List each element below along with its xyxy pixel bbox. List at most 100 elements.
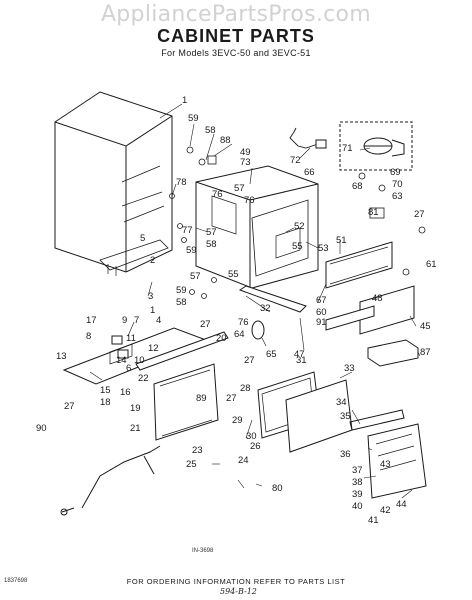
cabinet-body [54, 91, 173, 276]
part-label: 23 [192, 445, 203, 456]
part-label: 57 [190, 271, 201, 282]
part-label: 31 [296, 355, 307, 366]
wine-rack [349, 409, 427, 499]
power-cord [61, 445, 161, 513]
part-label: 73 [240, 157, 251, 168]
part-label: 4 [156, 315, 162, 326]
part-label: 28 [240, 383, 251, 394]
part-label: 11 [126, 333, 136, 344]
wire-harness [289, 127, 319, 149]
part-label: 45 [420, 321, 431, 332]
part-label: 59 [188, 113, 199, 124]
hinge-bracket [238, 285, 307, 313]
part-label: 20 [216, 333, 227, 344]
part-label: 32 [260, 303, 271, 314]
part-label: 18 [100, 397, 111, 408]
door-panel-right [325, 285, 415, 335]
part-label: 59 [176, 285, 187, 296]
part-label: 5 [140, 233, 146, 244]
part-label: 71 [342, 143, 353, 154]
part-label: 15 [100, 385, 111, 396]
part-label: 89 [196, 393, 207, 404]
part-label: 27 [226, 393, 237, 404]
part-label: 67 [316, 295, 327, 306]
part-label: 9 [122, 315, 128, 326]
part-label: 70 [392, 179, 403, 190]
part-label: 27 [414, 209, 425, 220]
part-label: 22 [138, 373, 149, 384]
part-label: 33 [344, 363, 355, 374]
part-label: 88 [220, 135, 231, 146]
part-label: 68 [352, 181, 363, 192]
part-label: 38 [352, 477, 363, 488]
part-label: 51 [336, 235, 347, 246]
part-label: 34 [336, 397, 347, 408]
part-label: 37 [352, 465, 363, 476]
part-label: 30 [246, 431, 257, 442]
part-label: 58 [206, 239, 217, 250]
part-label: 58 [205, 125, 216, 136]
part-label: 57 [234, 183, 245, 194]
part-label: 2 [150, 255, 156, 266]
part-label: 40 [352, 501, 363, 512]
part-label: 63 [392, 191, 403, 202]
part-label: 69 [390, 167, 401, 178]
drip-tray [367, 339, 419, 367]
part-label: 91 [316, 317, 327, 328]
part-label: 13 [56, 351, 67, 362]
part-label: 53 [318, 243, 329, 254]
page-title: CABINET PARTS [157, 26, 315, 46]
part-label: 6 [126, 363, 132, 374]
part-label: 16 [120, 387, 131, 398]
part-label: 8 [86, 331, 92, 342]
part-label: 59 [186, 245, 197, 256]
part-label: 19 [130, 403, 141, 414]
plug-end [60, 508, 68, 516]
screw-hardware [169, 146, 426, 299]
page-subtitle: For Models 3EVC-50 and 3EVC-51 [161, 48, 311, 58]
door-panel-upper [325, 241, 393, 289]
part-label: 7 [134, 315, 140, 326]
part-label: 77 [182, 225, 193, 236]
part-label: 27 [200, 319, 211, 330]
part-label: 55 [292, 241, 303, 252]
part-label: 44 [396, 499, 407, 510]
drawing-code: IN-3698 [192, 548, 214, 554]
part-label: 80 [272, 483, 283, 494]
part-label: 10 [134, 355, 145, 366]
part-label: 36 [340, 449, 351, 460]
part-label: 64 [234, 329, 245, 340]
cabinet-liner [195, 165, 319, 289]
part-label: 29 [232, 415, 243, 426]
part-label: 58 [176, 297, 187, 308]
watermark: AppliancePartsPros.com [100, 2, 372, 27]
part-label: 27 [64, 401, 75, 412]
part-label: 90 [36, 423, 47, 434]
part-label: 49 [240, 147, 251, 158]
part-label: 25 [186, 459, 197, 470]
part-label: 24 [238, 455, 249, 466]
part-label: 81 [368, 207, 379, 218]
part-label: 55 [228, 269, 239, 280]
part-label: 76 [238, 317, 249, 328]
fan-motor-assembly [339, 121, 413, 171]
part-label: 57 [206, 227, 217, 238]
trim-strip [135, 331, 229, 371]
part-label: 60 [316, 307, 327, 318]
part-label: 1 [150, 305, 156, 316]
page-code: 1837698 [4, 578, 28, 584]
part-label: 21 [130, 423, 141, 434]
handwritten-note: 594-B-12 [220, 587, 257, 596]
part-label: 87 [420, 347, 431, 358]
part-label: 17 [86, 315, 97, 326]
part-label: 76 [212, 189, 223, 200]
part-label: 72 [290, 155, 301, 166]
part-label: 12 [148, 343, 159, 354]
part-label: 14 [116, 355, 127, 366]
glass-door-frame [257, 371, 353, 453]
part-label: 26 [250, 441, 261, 452]
leader-lines [89, 103, 421, 499]
part-label: 47 [294, 349, 305, 360]
part-label: 35 [340, 411, 351, 422]
